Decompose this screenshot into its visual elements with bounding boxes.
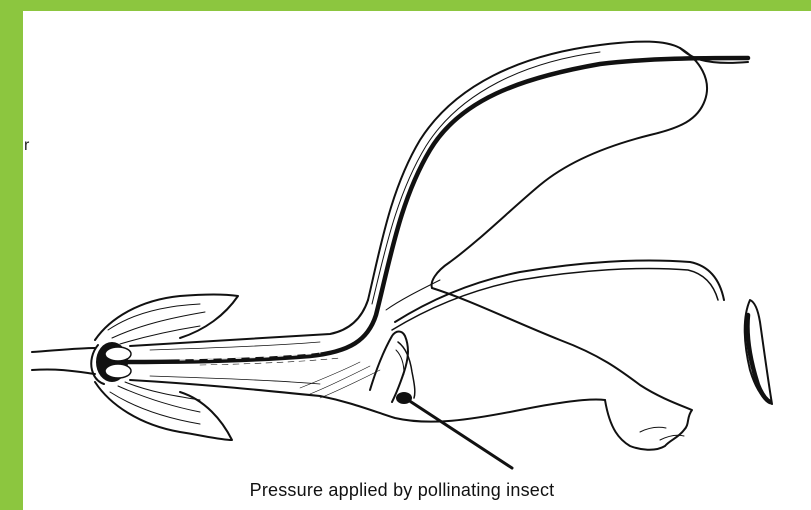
upper-lip [368,42,748,310]
lower-lip [432,288,692,450]
diagram-caption: Pressure applied by pollinating insect [23,480,811,501]
pressure-pointer-line [402,396,512,468]
stamen [392,260,772,404]
flower-stalk [32,348,95,374]
lever-mechanism [370,332,415,405]
